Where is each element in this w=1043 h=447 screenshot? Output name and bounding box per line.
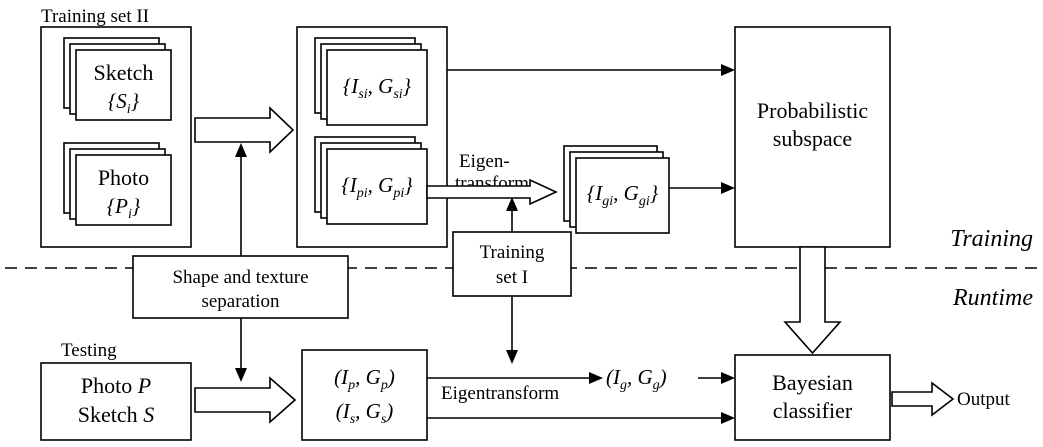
photo-box xyxy=(75,154,172,226)
prob-line2: subspace xyxy=(773,126,852,151)
photo-set: {Pi} xyxy=(107,194,141,222)
arrow-set1-down-head xyxy=(506,350,518,364)
bayes-line1: Bayesian xyxy=(772,370,853,395)
training-set-2-label: Training set II xyxy=(41,6,149,27)
arrow-set1-up-head xyxy=(506,197,518,211)
arrow-shape-down-head xyxy=(235,368,247,382)
runtime-phase-label: Runtime xyxy=(952,285,1033,311)
hollow-arrow-test xyxy=(194,376,297,424)
ig-gg-box xyxy=(575,157,670,234)
test-photo: Photo P xyxy=(81,373,151,398)
output-label: Output xyxy=(957,389,1011,410)
hollow-arrow-train xyxy=(194,106,295,154)
photo-word: Photo xyxy=(98,165,149,190)
hollow-arrow-output xyxy=(891,381,955,417)
arrow-ig-to-bayes-head xyxy=(721,372,735,384)
bayes-line2: classifier xyxy=(773,398,853,423)
arrow-shape-up-head xyxy=(235,143,247,157)
bayesian-classifier-box xyxy=(734,354,891,441)
arrow-is-to-prob-head xyxy=(721,64,735,76)
prob-line1: Probabilistic xyxy=(757,98,868,123)
eigentransform-label: Eigentransform xyxy=(441,383,559,404)
arrow-is-to-bayes-head xyxy=(721,412,735,424)
arrow-ig-to-prob-head xyxy=(721,182,735,194)
sketch-set: {Si} xyxy=(108,89,140,117)
ip-gp-box xyxy=(326,148,428,225)
test-pairs-box xyxy=(301,349,428,441)
hollow-arrow-prob-down xyxy=(783,246,842,355)
is-gs-box xyxy=(326,49,428,126)
probabilistic-subspace-box xyxy=(734,26,891,248)
testing-label: Testing xyxy=(61,340,117,361)
train-set1-line1: Training xyxy=(480,242,545,263)
sketch-word: Sketch xyxy=(94,60,154,85)
shape-texture-box xyxy=(132,255,349,319)
train-set1-line2: set I xyxy=(496,267,528,288)
arrow-eigentransform-head xyxy=(589,372,603,384)
training-set-1-box xyxy=(452,231,572,297)
shape-line1: Shape and texture xyxy=(172,267,308,288)
ig-gg-test: (Ig, Gg) xyxy=(606,365,667,393)
ip-gp-test: (Ip, Gp) xyxy=(334,365,395,393)
sketch-box xyxy=(75,49,172,121)
test-sketch: Sketch S xyxy=(78,402,154,427)
is-gs-set: {Isi, Gsi} xyxy=(343,74,412,102)
hollow-arrow-eigen xyxy=(426,178,558,206)
test-input-box xyxy=(40,362,192,441)
shape-line2: separation xyxy=(201,291,280,312)
eigen-line1: Eigen- xyxy=(459,151,510,172)
training-phase-label: Training xyxy=(950,226,1033,252)
